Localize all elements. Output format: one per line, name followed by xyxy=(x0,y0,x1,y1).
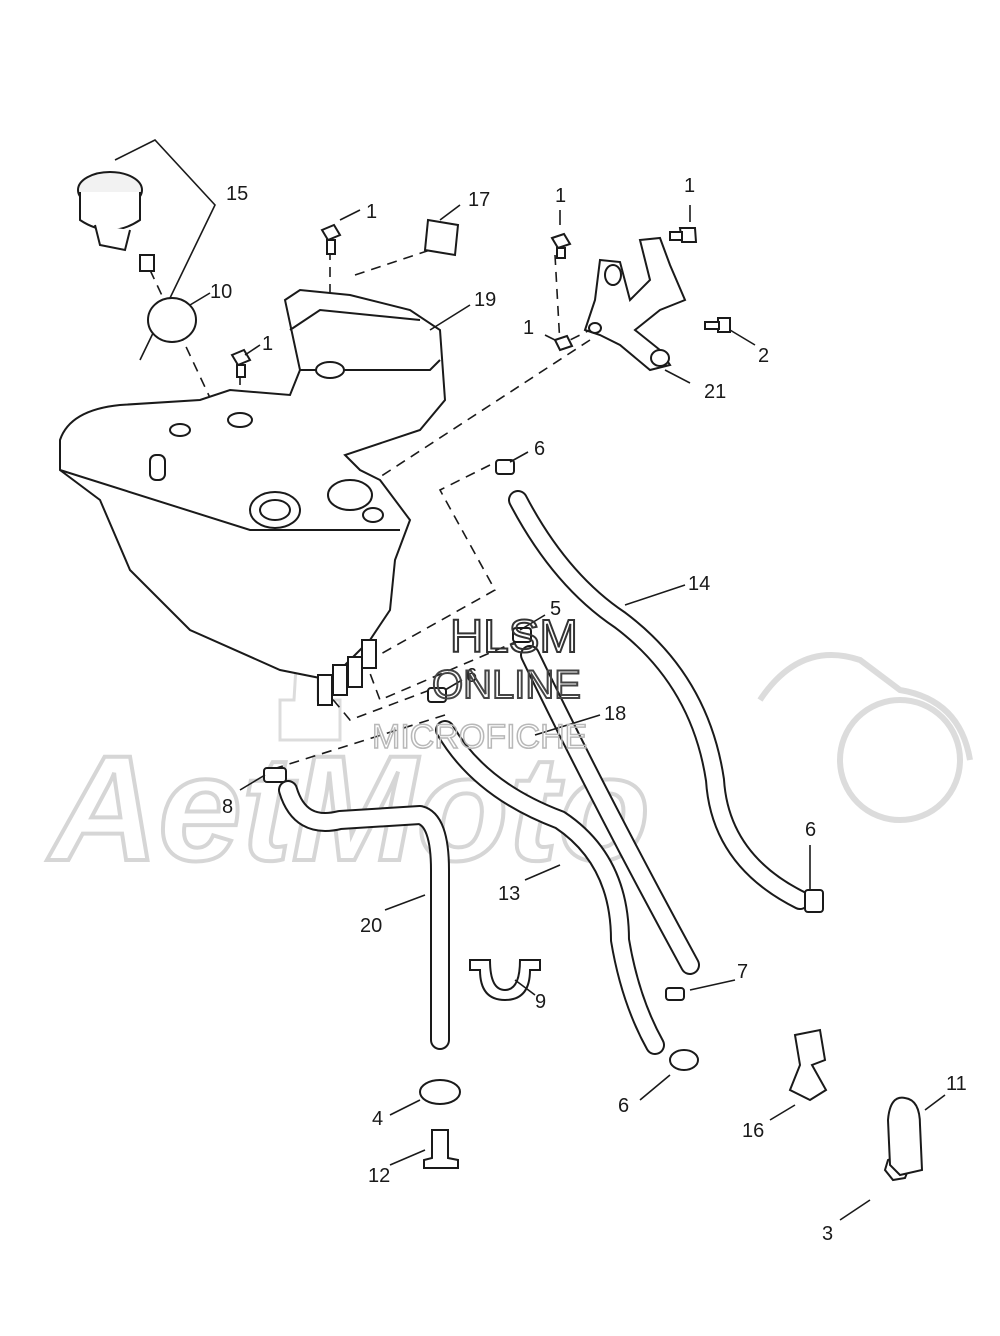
callout-label: 1 xyxy=(366,201,377,223)
callout-label: 6 xyxy=(466,665,477,687)
oil-tank xyxy=(59,288,447,706)
worm-clamp xyxy=(419,1079,461,1105)
watermark-microfiche-text: MICROFICHE xyxy=(372,718,587,756)
callout-label: 4 xyxy=(372,1108,383,1130)
callout-label: 2 xyxy=(758,345,769,367)
callout-label: 15 xyxy=(226,183,248,205)
callout-label: 16 xyxy=(742,1120,764,1142)
hlsm-watermark: HLSM ONLINE MICROFICHE xyxy=(371,609,588,757)
hose-20 xyxy=(278,780,450,1050)
callout-label: 1 xyxy=(262,333,273,355)
callout-label: 19 xyxy=(474,289,496,311)
hose-clip xyxy=(469,959,541,1002)
callout-label: 17 xyxy=(468,189,490,211)
callout-label: 1 xyxy=(523,317,534,339)
callout-label: 11 xyxy=(946,1073,967,1095)
callout-label: 20 xyxy=(360,915,382,937)
callout-labels: 15 10 1 17 19 1 1 1 1 2 21 6 14 5 6 18 8… xyxy=(210,175,967,1245)
hose-18 xyxy=(520,645,700,975)
drain-fitting xyxy=(423,1129,459,1169)
callout-label: 10 xyxy=(210,281,232,303)
callout-label: 14 xyxy=(688,573,710,595)
callout-label: 1 xyxy=(555,185,566,207)
callout-leaders xyxy=(189,204,946,1221)
callout-label: 13 xyxy=(498,883,520,905)
hose-13 xyxy=(435,720,665,1055)
callout-label: 21 xyxy=(704,381,726,403)
callout-label: 9 xyxy=(535,991,546,1013)
cover-bracket xyxy=(886,1096,924,1177)
callout-label: 1 xyxy=(684,175,695,197)
hose-clamps xyxy=(263,459,824,1071)
watermark-online-text: ONLINE xyxy=(432,663,581,707)
callout-label: 18 xyxy=(604,703,626,725)
watermark-motorcycle-silhouette xyxy=(757,652,973,823)
hose-14 xyxy=(508,490,810,910)
callout-label: 3 xyxy=(822,1223,833,1245)
callout-label: 7 xyxy=(737,961,748,983)
oil-filler-cap xyxy=(77,139,216,361)
o-ring xyxy=(147,297,197,343)
callout-label: 6 xyxy=(618,1095,629,1117)
mounting-bracket xyxy=(583,236,687,372)
callout-label: 6 xyxy=(534,438,545,460)
callout-label: 5 xyxy=(550,598,561,620)
callout-label: 8 xyxy=(222,796,233,818)
double-hose-clip xyxy=(788,1028,828,1102)
callout-label: 12 xyxy=(368,1165,390,1187)
callout-label: 6 xyxy=(805,819,816,841)
watermark-hlsm-text: HLSM xyxy=(450,610,578,662)
gasket-patch xyxy=(423,218,460,257)
